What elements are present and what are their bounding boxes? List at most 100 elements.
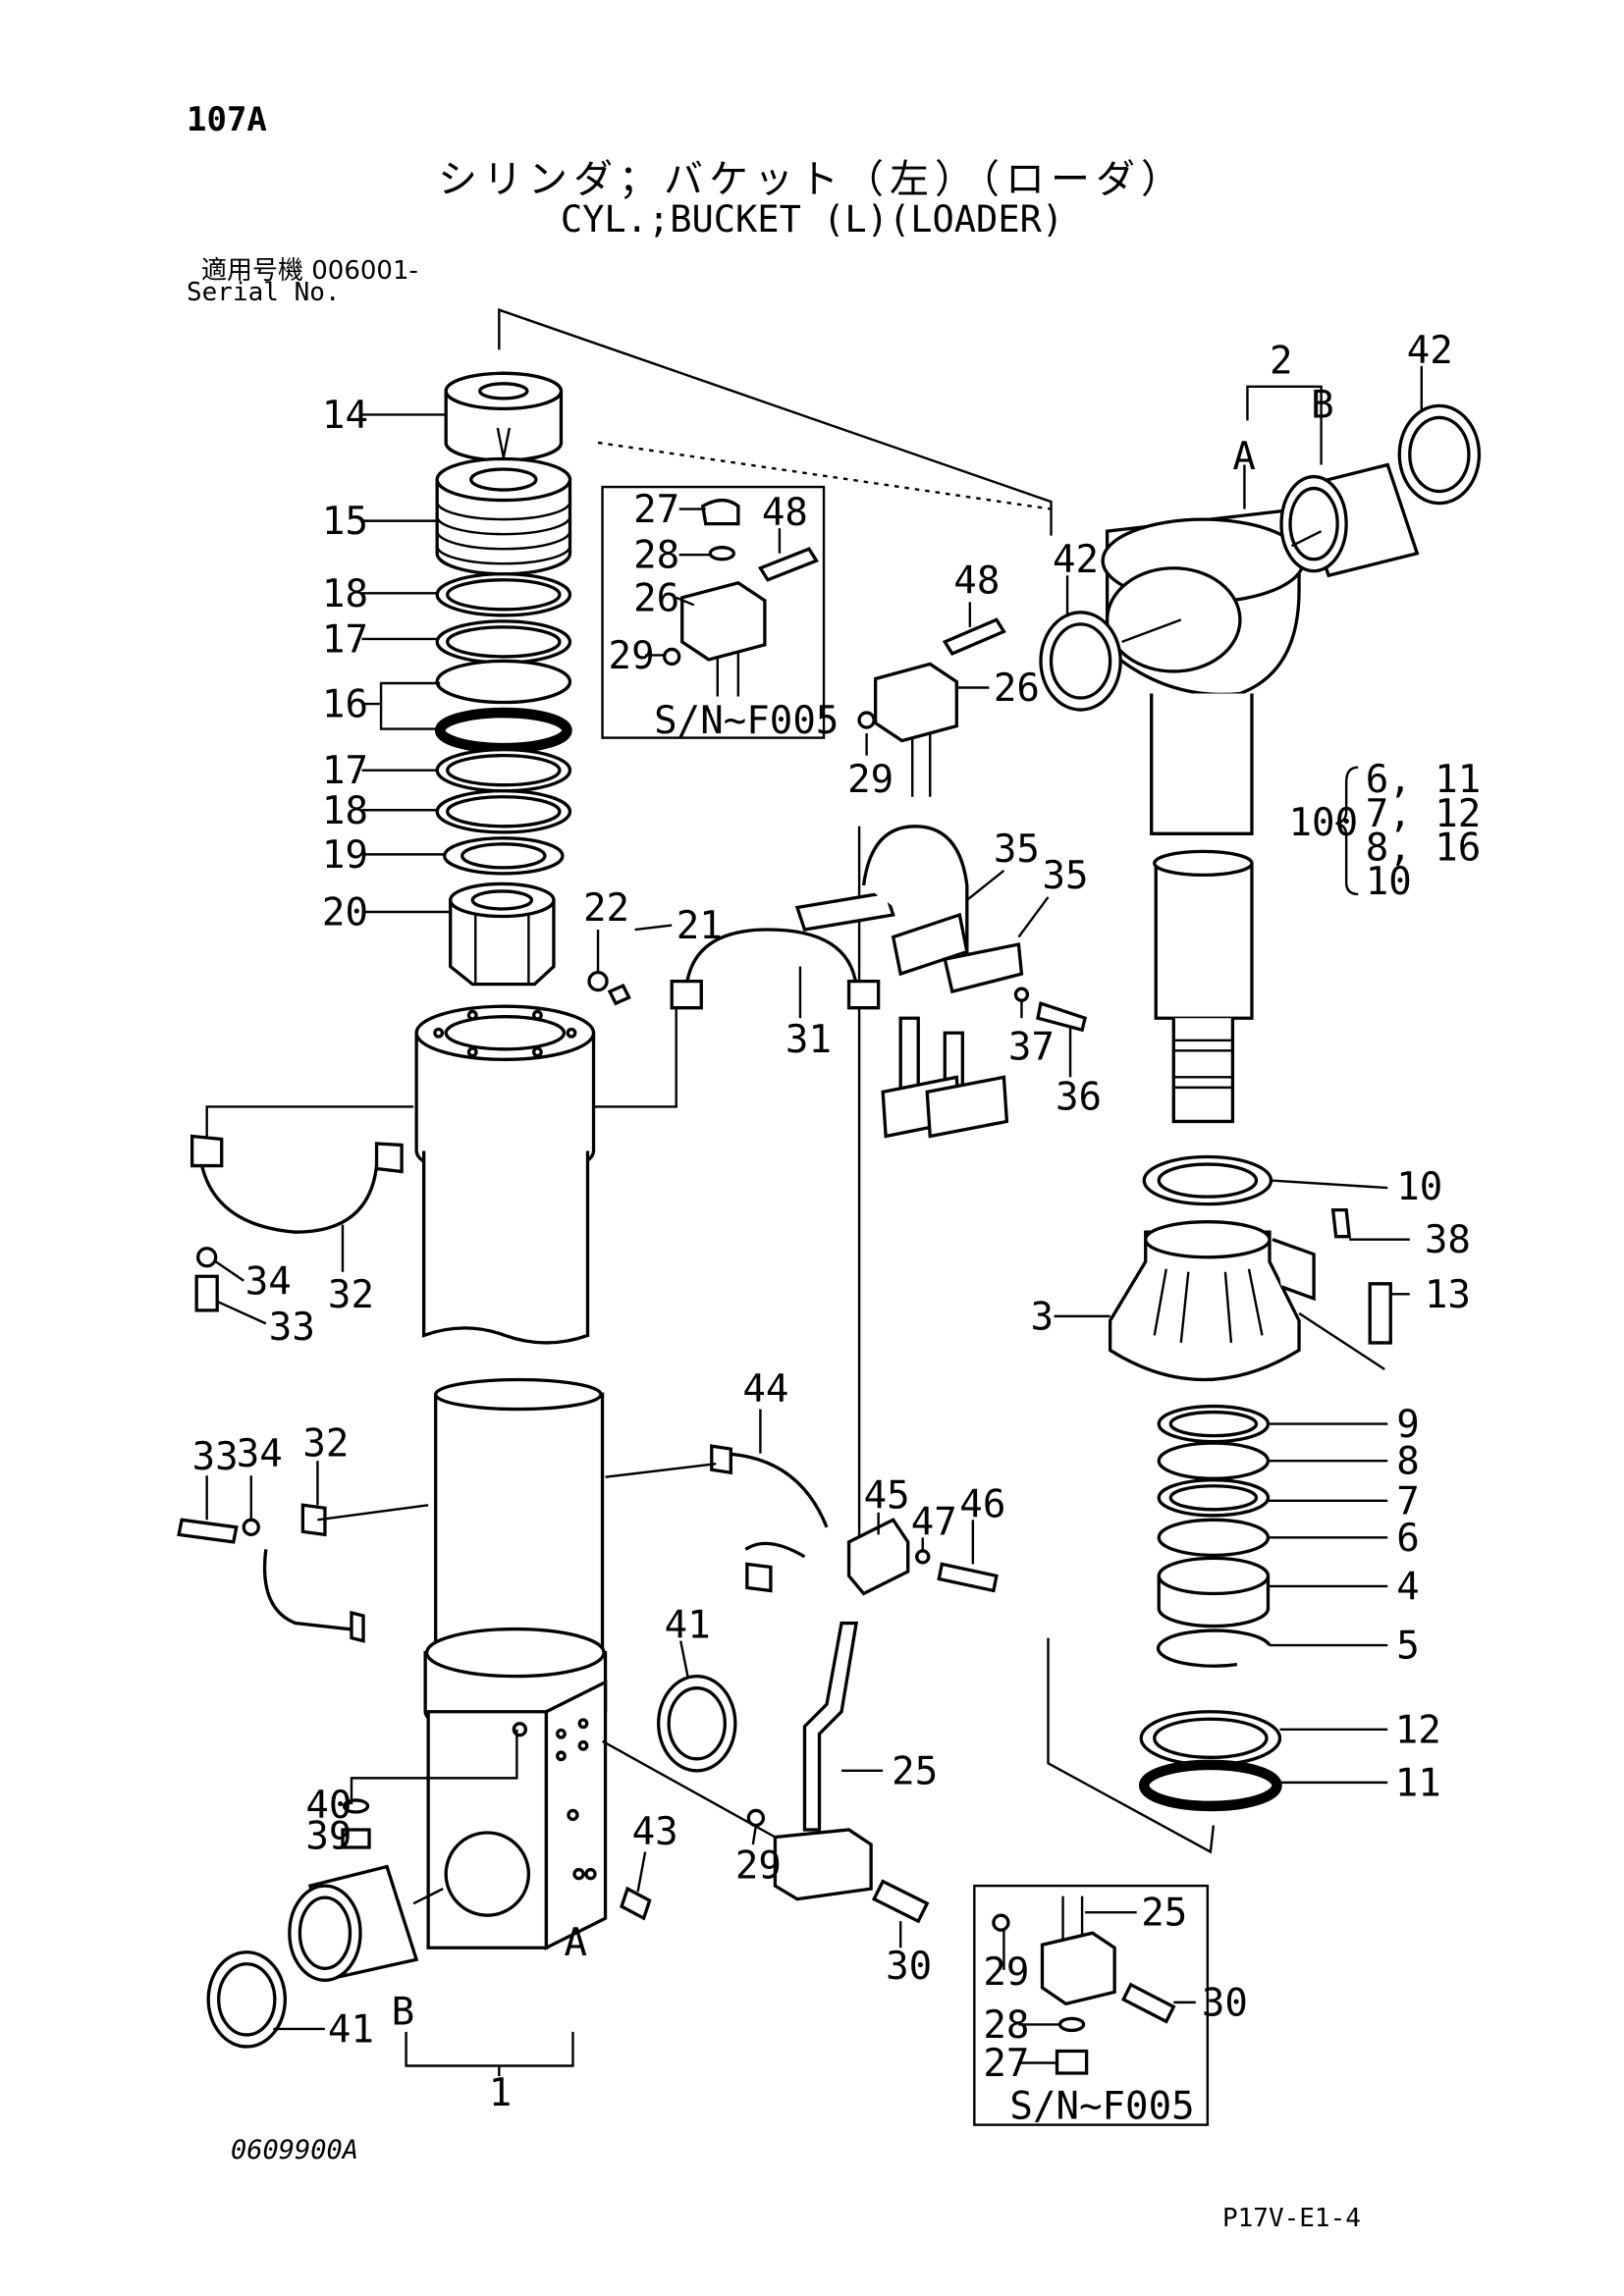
page-code: P17V-E1-4 [1222,2204,1361,2233]
inset-bottom-label: S/N~F005 [1009,2085,1194,2129]
callout-44: 44 [742,1367,788,1412]
callout-18: 18 [322,572,368,616]
callout-26: 26 [994,667,1040,711]
callout-40: 40 [305,1784,352,1828]
title-english: CYL.;BUCKET (L)(LOADER) [560,198,1064,240]
pipe-25 [746,1621,930,1924]
callout-36: 36 [1056,1075,1102,1119]
callout-1: 1 [489,2071,513,2115]
clamp-32-upper [189,1134,404,1312]
inset-top [601,485,826,739]
callout-37: 37 [1008,1025,1055,1069]
callout-48: 48 [953,559,1000,603]
callout-10: 10 [1396,1165,1442,1209]
cylinder-tube-lower [423,1377,608,1737]
callout-29: 29 [983,1950,1029,1995]
inset-top-label: S/N~F005 [654,699,839,743]
cylinder-tube-upper [422,1150,590,1345]
callout-27: 27 [983,2042,1029,2086]
callout-35: 35 [1043,854,1089,898]
callout-7: 7 [1396,1479,1420,1523]
pipe-assembly-center [861,825,1088,1139]
callout-22: 22 [583,886,629,931]
title-japanese: シリンダ；バケット（左）（ローダ） [438,157,1186,202]
callout-8: 8 [1396,1440,1420,1484]
bushing-right [1039,403,1482,712]
rod-eye-2 [1101,507,1306,835]
callout-45: 45 [864,1473,910,1518]
callout-41: 41 [665,1604,711,1648]
serial-label-english: Serial No. [187,278,341,307]
callout-33: 33 [269,1306,315,1350]
callout-25: 25 [892,1749,938,1793]
rod-cover-14 [444,371,564,462]
callout-3: 3 [1030,1295,1054,1339]
callout-100-list: 7, 12 [1366,792,1482,836]
callout-17: 17 [322,617,368,662]
cylinder-head [414,1004,596,1180]
callout-19: 19 [322,833,368,878]
callout-48: 48 [762,491,808,535]
callout-a: A [564,1921,587,1965]
seal-rings-stack [434,572,572,876]
cylinder-bottom-block [426,1679,608,1950]
callout-28: 28 [983,2003,1029,2048]
callout-14: 14 [322,394,368,438]
nut-20 [449,881,631,1006]
callout-33: 33 [192,1435,239,1479]
callout-35: 35 [994,828,1040,872]
callout-42: 42 [1407,329,1453,373]
callout-9: 9 [1396,1403,1420,1447]
callout-15: 15 [322,500,368,544]
callout-32: 32 [302,1422,349,1467]
callout-42: 42 [1053,538,1099,582]
callout-6: 6 [1396,1517,1420,1561]
callout-32: 32 [328,1273,374,1317]
callout-100-list: 10 [1366,860,1412,904]
frame-lines [205,307,1323,2077]
callout-2: 2 [1270,339,1293,383]
callout-12: 12 [1395,1708,1441,1752]
callout-100-list: 8, 16 [1366,826,1482,870]
callout-5: 5 [1396,1625,1420,1669]
callout-13: 13 [1425,1273,1471,1317]
drawing-number: 0609900A [231,2135,359,2165]
bushing-bottom [206,1864,419,2049]
piston-seals [1138,1404,1282,1812]
callout-43: 43 [632,1810,678,1854]
callout-17: 17 [322,749,368,793]
callout-100-list: 6, 11 [1366,758,1482,802]
clamp-32-lower [177,1503,365,1643]
packing-15 [435,456,572,576]
callout-a: A [1232,435,1256,479]
callout-30: 30 [886,1945,932,1989]
callout-30: 30 [1202,1981,1248,2025]
dust-seal-41-upper [657,1674,737,1773]
piston-rod [1153,849,1254,1124]
callout-4: 4 [1396,1565,1420,1609]
callout-11: 11 [1395,1761,1441,1805]
callout-21: 21 [677,904,723,948]
callout-31: 31 [785,1018,832,1062]
callout-labels: 14 15 18 17 16 17 18 19 20 22 21 27 48 2… [192,329,1482,2129]
callout-29: 29 [847,758,893,802]
callout-26: 26 [633,576,679,620]
clamp-block-45 [846,1518,999,1596]
callout-29: 29 [609,634,655,678]
inset-bottom [973,1884,1210,2126]
callout-100: 100 [1289,801,1359,845]
callout-29: 29 [735,1844,782,1889]
callout-47: 47 [911,1500,957,1544]
page-id: 107A [187,100,267,139]
callout-38: 38 [1425,1218,1471,1262]
fitting-43 [584,1867,652,1921]
callout-25: 25 [1141,1892,1187,1936]
callout-18: 18 [322,789,368,833]
callout-28: 28 [633,534,679,578]
callout-41: 41 [328,2007,374,2052]
callout-16: 16 [322,683,368,727]
bracket-100 [1335,766,1359,896]
block-26-center [857,617,1006,797]
callout-39: 39 [305,1815,352,1859]
